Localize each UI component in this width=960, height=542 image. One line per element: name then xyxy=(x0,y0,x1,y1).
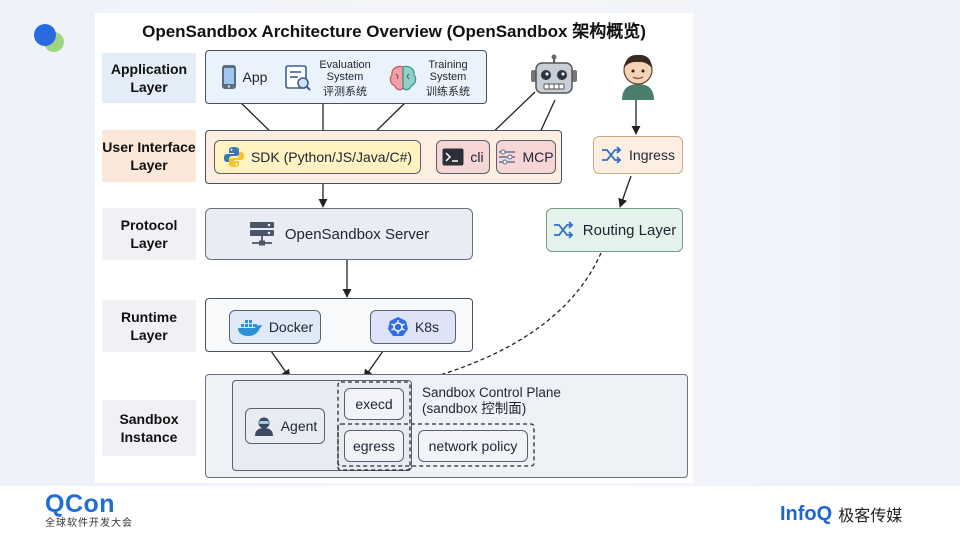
mcp-pill: MCP xyxy=(496,140,556,174)
layer-label-runtime: Runtime Layer xyxy=(102,300,196,352)
qcon-wordmark: QCon xyxy=(45,490,116,518)
control-plane-label: Sandbox Control Plane (sandbox 控制面) xyxy=(422,385,582,419)
layer-label-application: Application Layer xyxy=(102,53,196,103)
infoq-subtitle: 极客传媒 xyxy=(838,508,903,525)
cli-label: cli xyxy=(470,149,484,165)
ingress-label: Ingress xyxy=(629,147,675,163)
egress-pill: egress xyxy=(344,430,404,462)
terminal-icon xyxy=(442,148,464,166)
sliders-icon xyxy=(498,148,516,166)
execd-label: execd xyxy=(355,396,393,412)
control-plane-label-en: Sandbox Control Plane xyxy=(422,385,561,400)
python-logo-icon xyxy=(223,146,245,168)
diagram-title: OpenSandbox Architecture Overview (OpenS… xyxy=(142,21,646,41)
app-item: App xyxy=(214,62,274,92)
evaluation-system-item: Evaluation System 评测系统 xyxy=(284,56,384,100)
training-label-en: Training System xyxy=(428,59,468,83)
routing-label: Routing Layer xyxy=(582,221,677,239)
mcp-label: MCP xyxy=(522,149,554,165)
control-plane-label-cn: (sandbox 控制面) xyxy=(422,401,527,416)
robot-icon xyxy=(528,54,580,98)
evaluation-chart-icon xyxy=(284,64,312,92)
cli-pill: cli xyxy=(436,140,490,174)
k8s-pill: K8s xyxy=(370,310,456,344)
arrow-ingress-to-routing xyxy=(618,175,632,208)
docker-pill: Docker xyxy=(229,310,321,344)
agent-pill: Agent xyxy=(245,408,325,444)
shuffle-icon xyxy=(601,146,623,164)
docker-whale-icon xyxy=(237,317,263,337)
evaluation-label-cn: 评测系统 xyxy=(323,85,367,98)
application-layer-box xyxy=(205,50,487,104)
training-label-cn: 训练系统 xyxy=(426,85,470,98)
execd-pill: execd xyxy=(344,388,404,420)
agent-label: Agent xyxy=(280,418,318,434)
sdk-label: SDK (Python/JS/Java/C#) xyxy=(250,149,413,165)
footer-bar xyxy=(0,486,960,542)
kubernetes-helm-icon xyxy=(387,316,409,338)
docker-label: Docker xyxy=(268,319,314,335)
k8s-label: K8s xyxy=(414,319,440,335)
ingress-pill: Ingress xyxy=(593,136,683,174)
qcon-subtitle: 全球软件开发大会 xyxy=(45,518,133,529)
layer-label-sandbox: Sandbox Instance xyxy=(102,400,196,456)
agent-avatar-icon xyxy=(253,415,275,437)
server-icon xyxy=(249,221,275,247)
decor-dots xyxy=(32,22,66,56)
evaluation-label-en: Evaluation System xyxy=(319,59,371,83)
egress-label: egress xyxy=(352,438,396,454)
brain-icon xyxy=(388,64,418,92)
phone-icon xyxy=(221,64,237,90)
layer-label-protocol: Protocol Layer xyxy=(102,208,196,260)
opensandbox-server-box: OpenSandbox Server xyxy=(205,208,473,260)
infoq-logo: InfoQ 极客传媒 xyxy=(780,500,930,528)
training-system-item: Training System 训练系统 xyxy=(388,56,484,100)
routing-shuffle-icon xyxy=(553,221,575,239)
app-label: App xyxy=(242,69,268,85)
routing-layer-box: Routing Layer xyxy=(546,208,683,252)
infoq-wordmark: InfoQ xyxy=(780,502,833,525)
network-policy-label: network policy xyxy=(428,438,518,454)
sdk-pill: SDK (Python/JS/Java/C#) xyxy=(214,140,421,174)
layer-label-user-interface: User Interface Layer xyxy=(102,130,196,182)
qcon-logo: QCon 全球软件开发大会 xyxy=(45,490,165,536)
server-label: OpenSandbox Server xyxy=(284,225,430,243)
user-icon xyxy=(618,50,658,100)
network-policy-pill: network policy xyxy=(418,430,528,462)
